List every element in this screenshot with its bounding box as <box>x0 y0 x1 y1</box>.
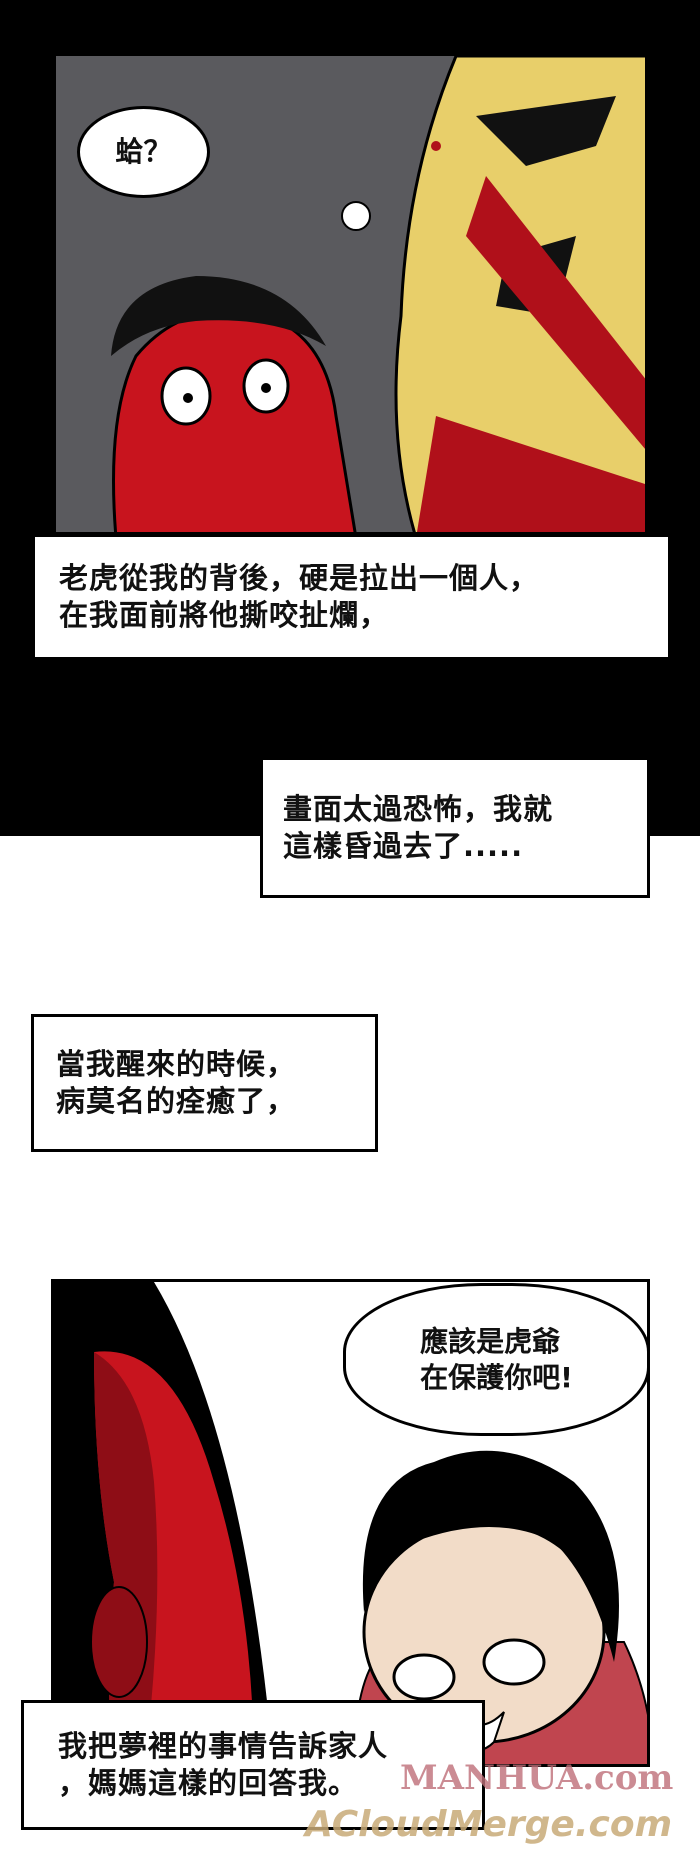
caption-text: 老虎從我的背後，硬是拉出一個人， 在我面前將他撕咬扯爛， <box>59 561 540 632</box>
caption-text: 畫面太過恐怖，我就 這樣昏過去了..... <box>283 791 554 863</box>
caption-text: 我把夢裡的事情告訴家人 ，媽媽這樣的回答我。 <box>58 1729 389 1800</box>
panel-1-illustration <box>111 56 645 532</box>
speech-bubble-ha: 蛤？ <box>77 106 210 198</box>
watermark-manhua: MANHUA.com <box>400 1758 674 1798</box>
caption-text: 當我醒來的時候， 病莫名的痊癒了， <box>56 1047 297 1118</box>
speech-text: 蛤？ <box>115 135 172 168</box>
speech-text: 應該是虎爺 在保護你吧! <box>420 1324 573 1394</box>
panel-2-illustration <box>54 1282 647 1764</box>
speech-bubble-mom: 應該是虎爺 在保護你吧! <box>343 1283 650 1436</box>
watermark-acloudmerge: ACloudMerge.com <box>305 1804 673 1845</box>
caption-box-4: 我把夢裡的事情告訴家人 ，媽媽這樣的回答我。 <box>21 1700 485 1830</box>
caption-box-2: 畫面太過恐怖，我就 這樣昏過去了..... <box>260 757 650 898</box>
caption-box-1: 老虎從我的背後，硬是拉出一個人， 在我面前將他撕咬扯爛， <box>32 534 671 660</box>
caption-box-3: 當我醒來的時候， 病莫名的痊癒了， <box>31 1014 378 1152</box>
